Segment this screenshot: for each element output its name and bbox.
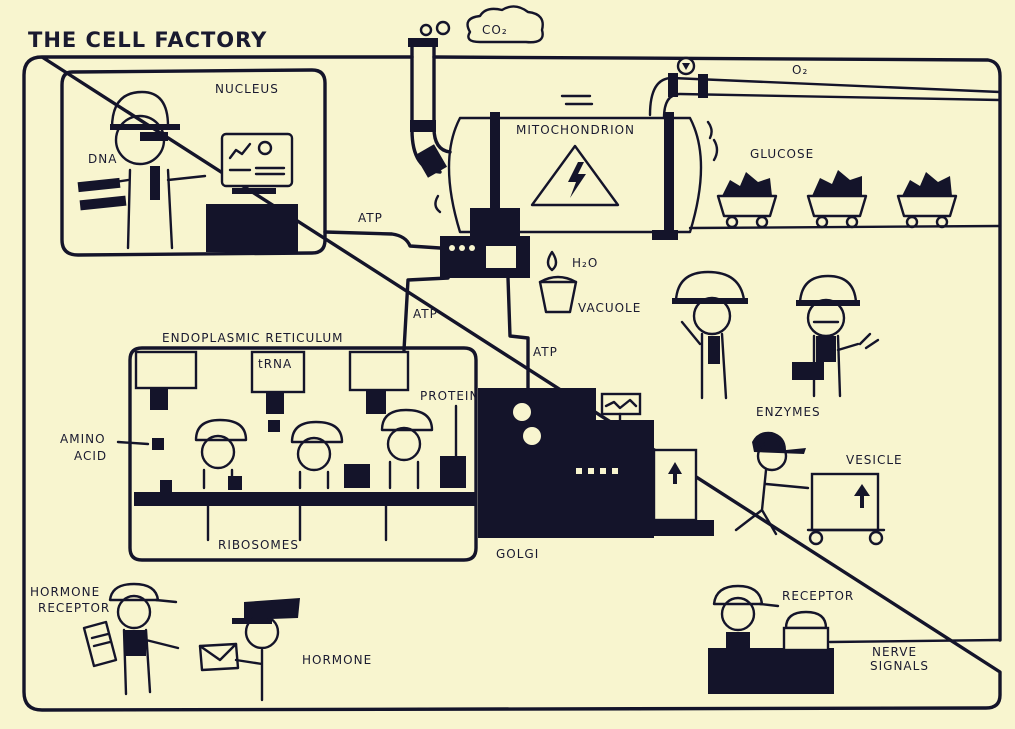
nucleus-worker: [77, 90, 207, 250]
atp-cable-er: [402, 276, 450, 352]
co2-label: CO₂: [482, 23, 508, 37]
co2-cloud: CO₂: [419, 5, 544, 44]
enzymes-label: ENZYMES: [756, 405, 821, 419]
vesicle-label: VESICLE: [846, 453, 903, 467]
o2-label: O₂: [792, 63, 808, 77]
exhaust-pipe: [408, 38, 452, 178]
glucose-cart: [896, 172, 958, 229]
cell-membrane: [22, 55, 1002, 712]
receptor-desk: RECEPTOR NERVE SIGNALS: [708, 584, 1002, 694]
ribosome-worker: [290, 420, 344, 490]
hormone-label: HORMONE: [302, 653, 372, 667]
mitochondrion-tank: MITOCHONDRION: [434, 94, 719, 240]
mitochondrion-label: MITOCHONDRION: [516, 123, 635, 137]
atp-label-golgi: ATP: [533, 345, 558, 359]
atp-cable-nucleus: [323, 230, 442, 250]
protein-label: PROTEIN: [420, 389, 479, 403]
water-supply: H₂O VACUOLE: [538, 250, 641, 315]
dna-label: DNA: [88, 152, 117, 166]
ribosomes-label: RIBOSOMES: [218, 538, 299, 552]
nerve-signals-label-1: NERVE: [872, 645, 917, 659]
h2o-label: H₂O: [572, 256, 598, 270]
amino-acid-label-2: ACID: [74, 449, 107, 463]
hormone-receptor-label-2: RECEPTOR: [38, 601, 110, 615]
nerve-signals-label-2: SIGNALS: [870, 659, 929, 673]
er-label: ENDOPLASMIC RETICULUM: [162, 331, 344, 345]
trna-machine: [134, 350, 410, 414]
trna-label: tRNA: [258, 357, 292, 371]
nucleus-computer: [206, 132, 298, 252]
er-room: ENDOPLASMIC RETICULUM tRNA PROTEIN AMINO…: [60, 331, 479, 562]
ribosome-worker: [380, 408, 434, 490]
atp-label-er: ATP: [413, 307, 438, 321]
nucleus-label: NUCLEUS: [215, 82, 279, 96]
enzyme-worker: [672, 270, 748, 400]
hormone-receptor-label-1: HORMONE: [30, 585, 100, 599]
vesicle-delivery: VESICLE: [734, 431, 903, 546]
enzyme-worker: [792, 274, 880, 398]
glucose-cart: [806, 170, 868, 229]
vacuole-label: VACUOLE: [578, 301, 641, 315]
nucleus-room: NUCLEUS DNA: [60, 68, 327, 257]
receptor-label: RECEPTOR: [782, 589, 854, 603]
enzyme-workers: ENZYMES: [672, 270, 880, 419]
hormone-courier: HORMONE: [198, 598, 372, 702]
golgi-label: GOLGI: [496, 547, 539, 561]
golgi-machine: GOLGI: [478, 388, 714, 561]
atp-label-nucleus: ATP: [358, 211, 383, 225]
glucose-label: GLUCOSE: [750, 147, 814, 161]
o2-pipe: O₂: [648, 56, 1002, 120]
amino-acid-label-1: AMINO: [60, 432, 106, 446]
glucose-track: GLUCOSE: [688, 147, 1002, 230]
diagram-title: THE CELL FACTORY: [28, 28, 267, 52]
hormone-receptor-worker: HORMONE RECEPTOR: [30, 582, 180, 696]
atp-control-box: [440, 208, 530, 278]
glucose-cart: [716, 172, 778, 229]
atp-cable-golgi: [506, 276, 530, 390]
